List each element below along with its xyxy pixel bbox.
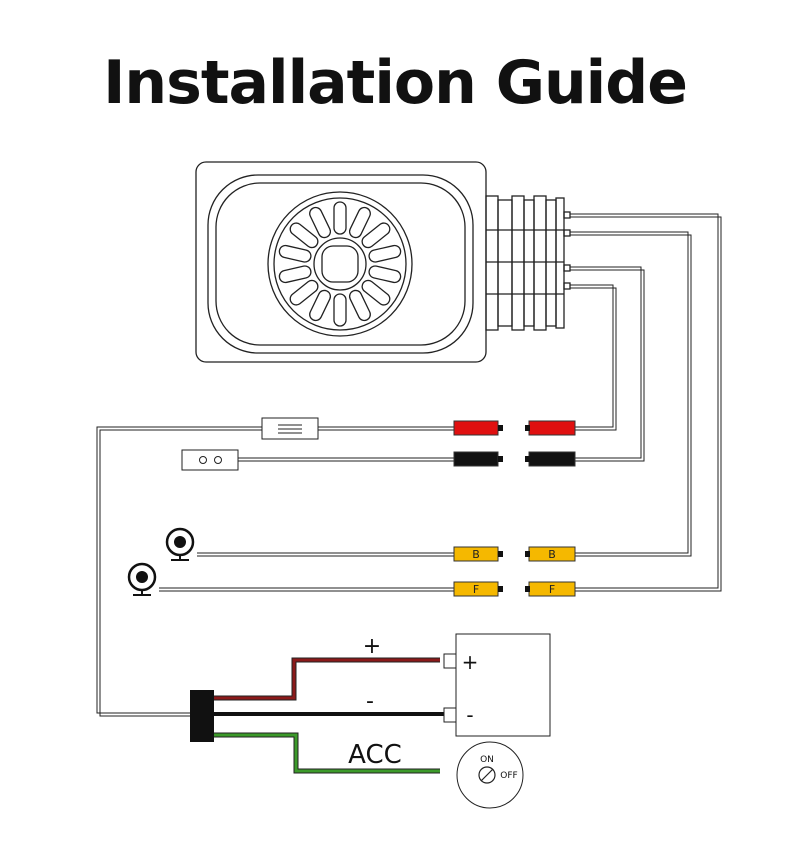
fan-icon: [267, 191, 413, 337]
fan-blade: [289, 222, 319, 249]
front-cam-plug-left: F: [453, 581, 503, 597]
positive-wire-label: +: [363, 634, 381, 659]
fan-blade: [278, 244, 312, 263]
fan-blade: [333, 293, 347, 327]
battery-positive-terminal: [443, 653, 457, 669]
fuse-holder: [261, 417, 319, 440]
fan-blade: [289, 279, 319, 306]
cable-negative: [570, 266, 642, 459]
red-plug-left: [453, 420, 503, 436]
pin-rear-cam: [563, 211, 571, 219]
heat-sink: [485, 195, 565, 331]
pin-negative: [563, 264, 571, 272]
cable-positive: [570, 284, 614, 428]
junction-block: [190, 690, 214, 742]
red-plug-right: [525, 420, 576, 436]
fan-blade: [361, 279, 391, 306]
fan-blade: [278, 265, 312, 284]
cable-rear-camera: [570, 231, 689, 554]
rear-cam-plug-label: B: [472, 548, 480, 561]
ignition-switch: ON OFF: [456, 741, 524, 809]
rear-cam-plug-left: B: [453, 546, 503, 562]
battery-negative-terminal: [443, 707, 457, 723]
front-cam-plug-label: F: [549, 583, 555, 596]
key-icon: [478, 766, 496, 784]
fan-blade: [348, 206, 371, 239]
front-cam-plug-right: F: [525, 581, 576, 597]
battery-box: + -: [443, 633, 551, 737]
positive-wire: [214, 658, 440, 700]
fan-blade: [368, 265, 402, 284]
rear-cam-plug-right: B: [525, 546, 576, 562]
rear-cam-plug-label: B: [548, 548, 556, 561]
page-title: Installation Guide: [103, 48, 688, 118]
fan-blade: [309, 289, 332, 322]
switch-on-label: ON: [480, 755, 494, 765]
pin-positive: [563, 282, 571, 290]
rear-camera-icon: [165, 527, 195, 561]
front-camera-icon: [127, 562, 157, 596]
black-plug-right: [525, 451, 576, 467]
fan-blade: [348, 289, 371, 322]
fan-blade: [309, 206, 332, 239]
switch-off-label: OFF: [500, 771, 517, 781]
fan-blade: [361, 222, 391, 249]
pin-front-cam: [563, 229, 571, 237]
battery-positive-label: +: [462, 650, 479, 674]
device-unit: [195, 161, 571, 363]
fan-blade: [333, 201, 347, 235]
black-plug-left: [453, 451, 503, 467]
front-cam-plug-label: F: [473, 583, 479, 596]
acc-wire-label: ACC: [348, 740, 402, 770]
cable-front-camera: [570, 213, 719, 589]
acc-wire: [214, 733, 440, 773]
negative-wire-label: -: [366, 689, 374, 714]
power-socket: [181, 449, 239, 471]
battery-negative-label: -: [466, 703, 473, 727]
fan-blade: [368, 244, 402, 263]
